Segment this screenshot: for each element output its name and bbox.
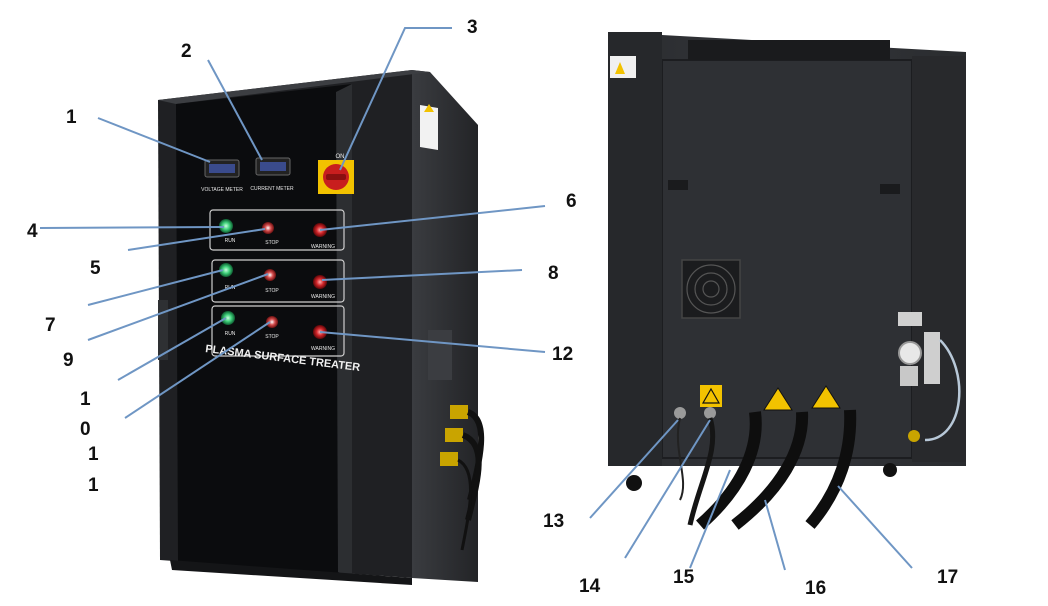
stop-button-icon bbox=[262, 222, 274, 234]
stop-button-icon bbox=[266, 316, 278, 328]
callout-number: 8 bbox=[548, 263, 559, 284]
stop-label: STOP bbox=[265, 334, 279, 340]
callout-number: 1 bbox=[66, 107, 77, 128]
leader-lines bbox=[39, 27, 913, 571]
callout-number: 2 bbox=[181, 41, 192, 62]
stop-button-icon bbox=[264, 269, 276, 281]
warning-triangle-icon bbox=[763, 387, 793, 411]
warning-label: WARNING bbox=[311, 244, 335, 250]
front-cabinet bbox=[158, 70, 478, 585]
warning-label: WARNING bbox=[311, 294, 335, 300]
current-meter bbox=[255, 157, 291, 176]
warning-lamp-icon bbox=[313, 275, 327, 289]
voltage-meter bbox=[204, 159, 240, 178]
callout-number: 3 bbox=[467, 17, 478, 38]
callout-number: 5 bbox=[90, 258, 101, 279]
callout-number: 0 bbox=[80, 419, 91, 440]
vent-grille bbox=[688, 40, 890, 60]
run-lamp-icon bbox=[219, 219, 233, 233]
run-label: RUN bbox=[225, 238, 236, 244]
voltage-meter-label: VOLTAGE METER bbox=[201, 187, 243, 193]
run-label: RUN bbox=[225, 331, 236, 337]
callout-number: 17 bbox=[937, 567, 959, 588]
side-cable-connectors bbox=[440, 405, 485, 551]
callout-number: 15 bbox=[673, 567, 695, 588]
run-lamp-icon bbox=[221, 311, 235, 325]
callout-number: 14 bbox=[579, 576, 601, 597]
stop-label: STOP bbox=[265, 240, 279, 246]
callout-number: 7 bbox=[45, 315, 56, 336]
main-power-switch bbox=[318, 160, 354, 194]
air-filter-regulator bbox=[898, 312, 961, 442]
switch-on-label: ON bbox=[336, 154, 345, 160]
current-meter-label: CURRENT METER bbox=[250, 186, 294, 192]
callout-number: 1 bbox=[80, 389, 91, 410]
callout-number: 12 bbox=[552, 344, 574, 365]
callout-number: 13 bbox=[543, 511, 565, 532]
control-row-2 bbox=[211, 259, 345, 303]
fan-icon bbox=[681, 259, 741, 319]
callout-number: 4 bbox=[27, 221, 38, 242]
callout-number: 1 bbox=[88, 475, 99, 496]
run-lamp-icon bbox=[219, 263, 233, 277]
stop-label: STOP bbox=[265, 288, 279, 294]
callout-number: 1 bbox=[88, 444, 99, 465]
rear-cabinet bbox=[608, 32, 966, 491]
callout-number: 6 bbox=[566, 191, 577, 212]
warning-label: WARNING bbox=[311, 346, 335, 352]
callout-number: 16 bbox=[805, 578, 827, 599]
warning-triangle-icon bbox=[700, 385, 722, 407]
warning-triangle-icon bbox=[811, 385, 841, 409]
callout-number: 9 bbox=[63, 350, 74, 371]
